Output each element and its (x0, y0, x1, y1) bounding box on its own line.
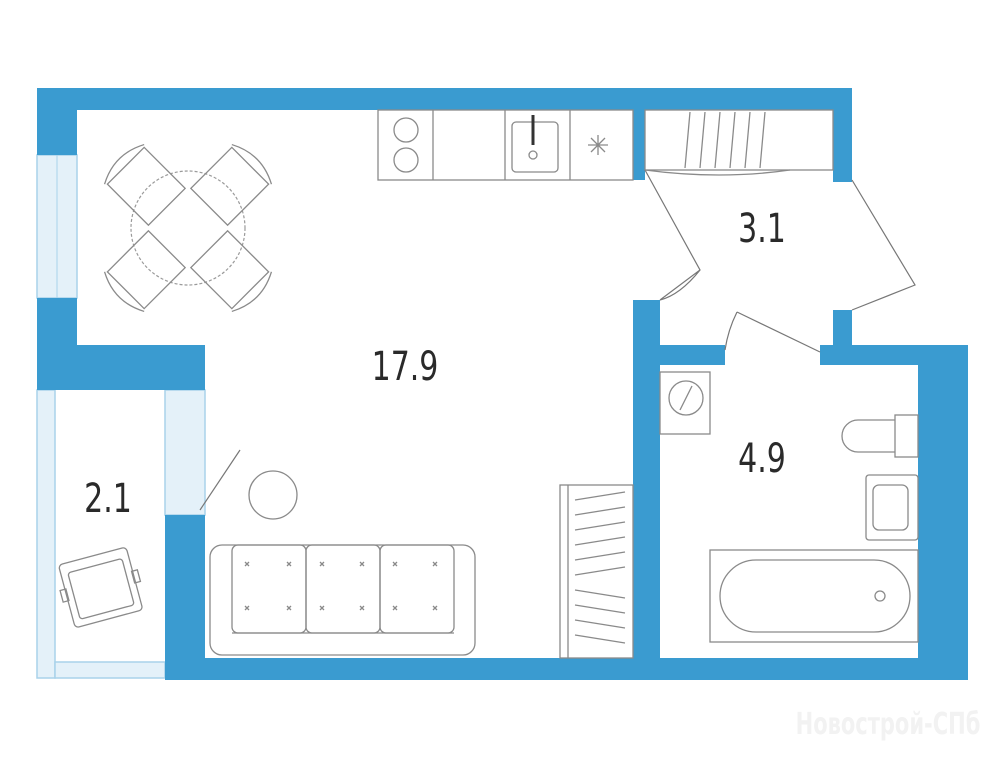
round-table (248, 470, 298, 520)
balcony-rail-left (36, 389, 56, 679)
room-area-balcony: 2.1 (84, 476, 132, 522)
room-area-living: 17.9 (372, 344, 439, 390)
sofa (209, 544, 476, 656)
watermark: Новострой-СПб (796, 707, 981, 742)
bathroom-fixtures (659, 371, 919, 643)
walls (37, 88, 968, 680)
balcony-rail-bottom (54, 661, 166, 679)
room-area-bathroom: 4.9 (738, 436, 786, 482)
kitchen-counter (377, 109, 634, 181)
window-balcony-door (164, 389, 206, 516)
room-area-hallway: 3.1 (738, 206, 786, 252)
armchair (58, 547, 143, 628)
dining-table (103, 143, 273, 313)
hall-fixtures (644, 109, 916, 353)
wardrobe (559, 484, 634, 659)
balcony-door (199, 449, 241, 511)
